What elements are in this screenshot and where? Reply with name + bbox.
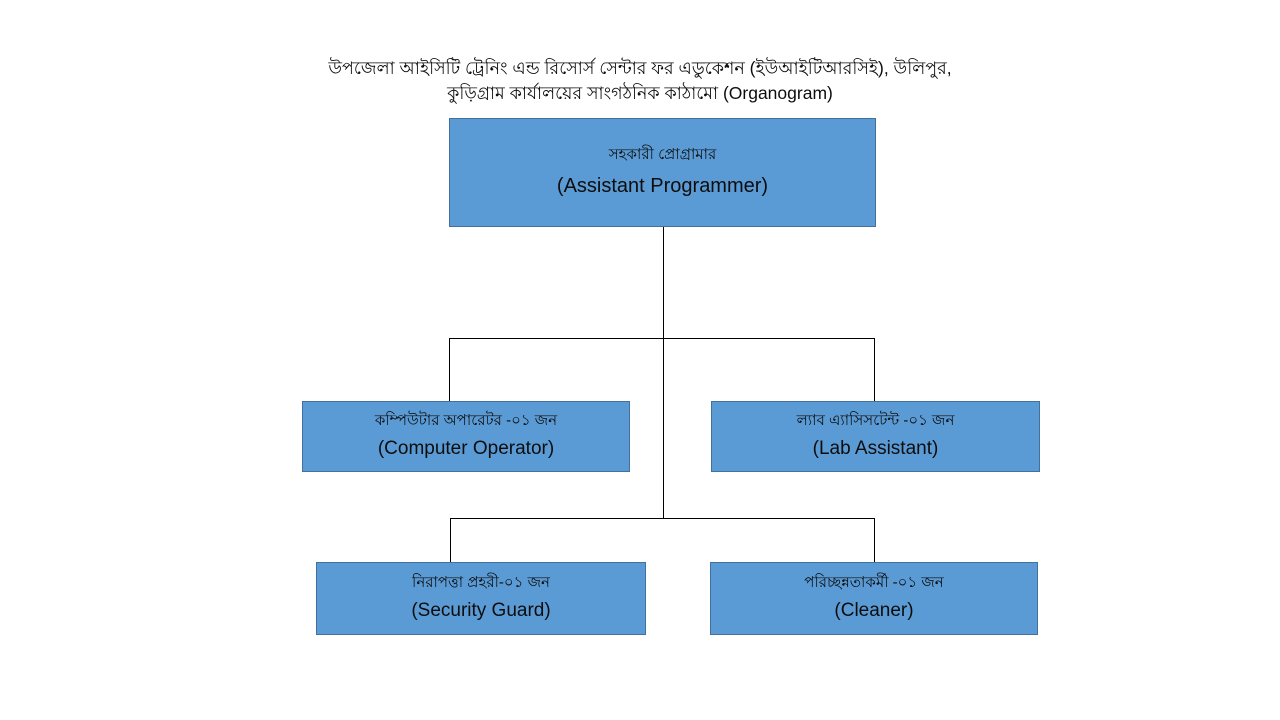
node-assistant-programmer[interactable]: সহকারী প্রোগ্রামার (Assistant Programmer… <box>449 118 876 227</box>
node-label-bn: পরিচ্ছন্নতাকর্মী -০১ জন <box>804 573 944 591</box>
connector-drop-security-guard <box>450 518 451 562</box>
node-cleaner[interactable]: পরিচ্ছন্নতাকর্মী -০১ জন (Cleaner) <box>710 562 1038 635</box>
connector-drop-lab-assistant <box>874 338 875 401</box>
node-label-en: (Cleaner) <box>834 600 914 622</box>
node-computer-operator[interactable]: কম্পিউটার অপারেটর -০১ জন (Computer Opera… <box>302 401 630 472</box>
connector-bar-level3 <box>450 518 875 519</box>
connector-drop-computer-operator <box>449 338 450 401</box>
title-line-1: উপজেলা আইসিটি ট্রেনিং এন্ড রিসোর্স সেন্ট… <box>328 58 952 78</box>
node-security-guard[interactable]: নিরাপত্তা প্রহরী-০১ জন (Security Guard) <box>316 562 646 635</box>
chart-title: উপজেলা আইসিটি ট্রেনিং এন্ড রিসোর্স সেন্ট… <box>240 56 1040 107</box>
connector-bar-level2 <box>449 338 875 339</box>
node-label-bn: ল্যাব এ্যাসিসটেন্ট -০১ জন <box>796 411 955 429</box>
node-label-en: (Computer Operator) <box>377 438 555 460</box>
node-label-en: (Lab Assistant) <box>812 438 939 460</box>
node-lab-assistant[interactable]: ল্যাব এ্যাসিসটেন্ট -০১ জন (Lab Assistant… <box>711 401 1040 472</box>
node-label-bn: সহকারী প্রোগ্রামার <box>608 146 717 164</box>
node-label-bn: নিরাপত্তা প্রহরী-০১ জন <box>412 573 550 591</box>
node-label-bn: কম্পিউটার অপারেটর -০১ জন <box>374 411 558 429</box>
title-line-2: কুড়িগ্রাম কার্যালয়ের সাংগঠনিক কাঠামো (… <box>447 83 833 104</box>
connector-drop-cleaner <box>874 518 875 562</box>
node-label-en: (Security Guard) <box>411 600 551 622</box>
connector-trunk-main <box>663 227 664 519</box>
node-label-en: (Assistant Programmer) <box>556 174 769 197</box>
